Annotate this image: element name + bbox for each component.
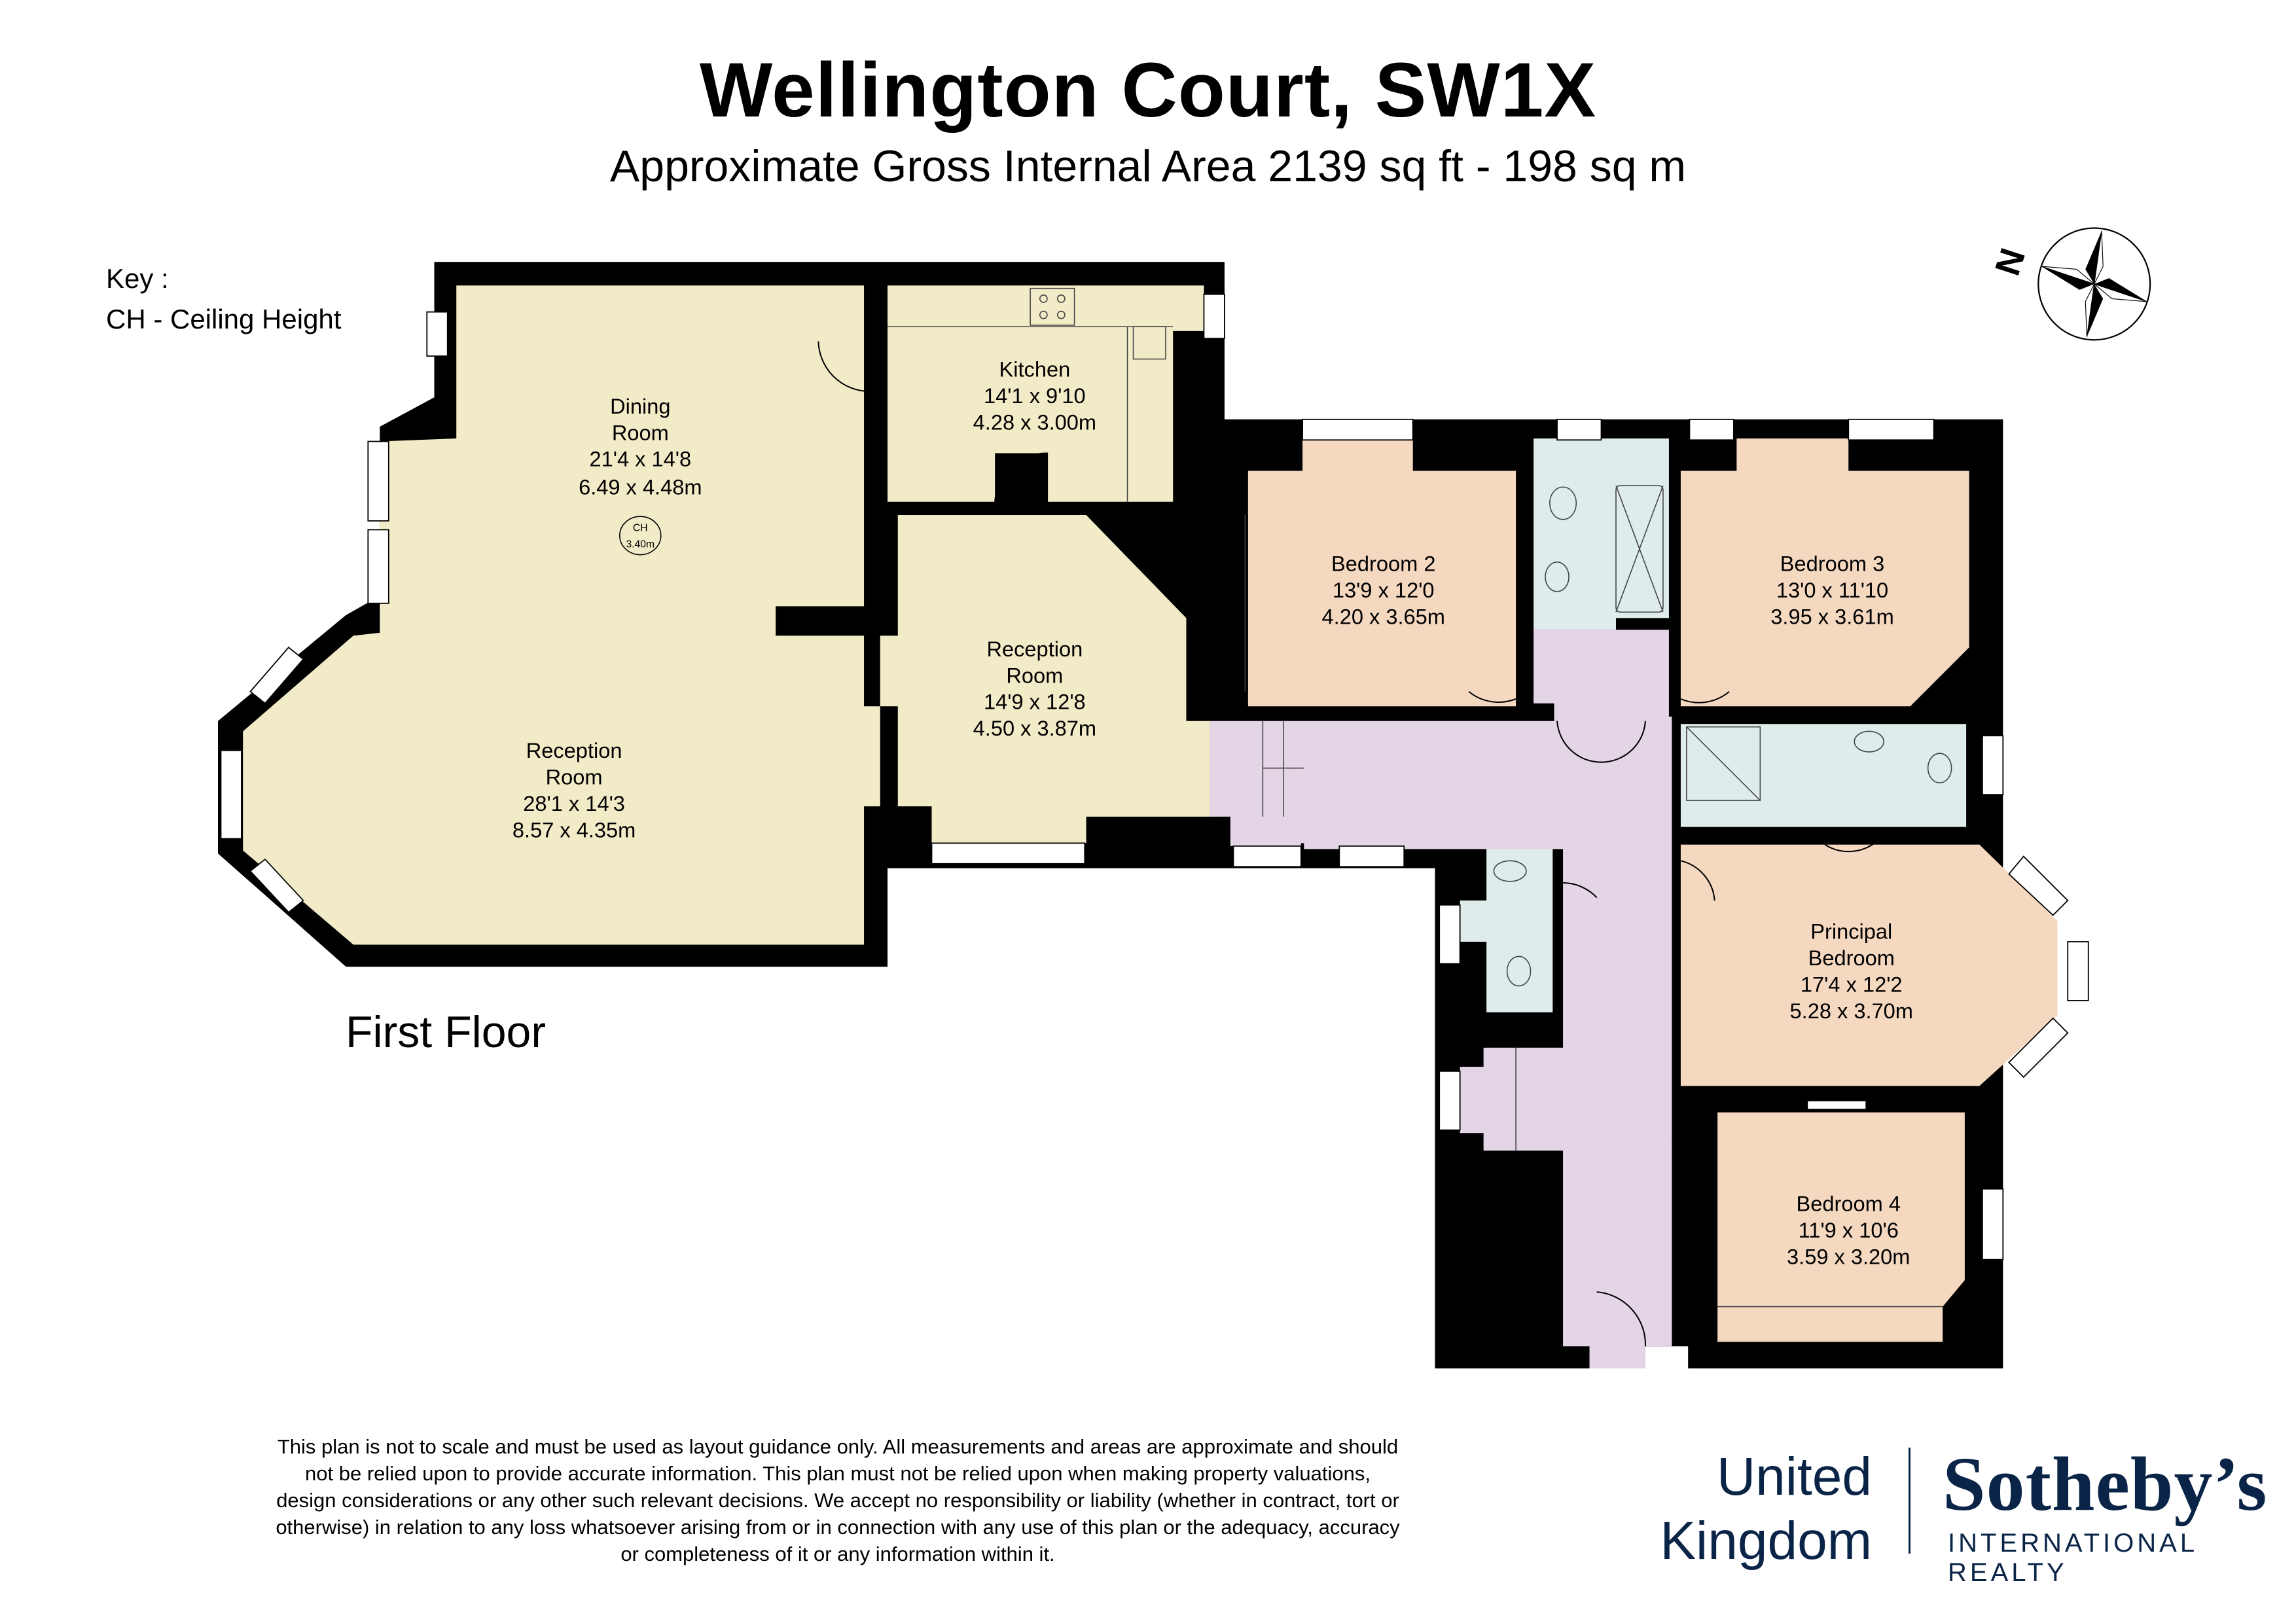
doors xyxy=(817,341,1877,1347)
principal-bedroom-fill xyxy=(1680,844,2058,1086)
svg-text:4.50 x 3.87m: 4.50 x 3.87m xyxy=(973,716,1096,740)
svg-text:Bedroom 3: Bedroom 3 xyxy=(1780,551,1884,575)
north-label: N xyxy=(1988,243,2033,280)
reception-middle-fill xyxy=(880,514,1210,844)
compass-rose-icon xyxy=(2037,227,2151,341)
logo-region-line: United xyxy=(1716,1447,1872,1507)
svg-text:8.57 x 4.35m: 8.57 x 4.35m xyxy=(512,817,636,842)
svg-text:5.28 x 3.70m: 5.28 x 3.70m xyxy=(1790,999,1913,1023)
key-legend: Key : CH - Ceiling Height xyxy=(106,259,341,340)
svg-text:Kitchen: Kitchen xyxy=(999,357,1071,382)
svg-text:Bedroom 4: Bedroom 4 xyxy=(1797,1191,1901,1215)
room-label-bedroom-3: Bedroom 3 13'0 x 11'10 3.95 x 3.61m xyxy=(1770,551,1893,628)
kitchen-fill xyxy=(888,285,1204,502)
agency-logo: United Kingdom Sotheby’s INTERNATIONAL R… xyxy=(1636,1433,2291,1587)
room-label-bedroom-4: Bedroom 4 11'9 x 10'6 3.59 x 3.20m xyxy=(1787,1191,1910,1268)
disclaimer: This plan is not to scale and must be us… xyxy=(216,1433,1460,1567)
ensuite-principal-fill xyxy=(1680,724,1967,827)
room-label-bedroom-2: Bedroom 2 13'9 x 12'0 4.20 x 3.65m xyxy=(1322,551,1445,628)
disclaimer-line: or completeness of it or any information… xyxy=(620,1543,1055,1565)
logo-region-line: Kingdom xyxy=(1660,1511,1872,1571)
ceiling-height-marker: CH 3.40m xyxy=(619,516,662,556)
svg-text:Room: Room xyxy=(546,764,603,789)
bedroom-3-fill xyxy=(1680,438,1969,707)
hob-icon xyxy=(1030,287,1075,326)
svg-text:3.40m: 3.40m xyxy=(626,539,655,550)
hallway-alcove-1 xyxy=(1230,816,1301,846)
svg-text:14'1 x 9'10: 14'1 x 9'10 xyxy=(984,383,1086,408)
disclaimer-line: This plan is not to scale and must be us… xyxy=(277,1435,1399,1458)
key-item-ceiling-height: CH - Ceiling Height xyxy=(106,304,342,334)
wc-fill xyxy=(1460,846,1553,1012)
ensuite-top-fill xyxy=(1534,438,1669,630)
logo-region: United Kingdom xyxy=(1660,1445,1872,1573)
fixtures xyxy=(888,287,1952,1308)
bedroom-4-fill xyxy=(1717,1112,1965,1342)
dining-reception-fill xyxy=(243,285,880,945)
svg-text:Bedroom: Bedroom xyxy=(1808,946,1895,970)
page-title: Wellington Court, SW1X xyxy=(699,47,1597,134)
logo-brand-sub: INTERNATIONAL REALTY xyxy=(1948,1529,2197,1587)
room-label-reception-large: Reception Room 28'1 x 14'3 8.57 x 4.35m xyxy=(512,738,636,842)
svg-text:14'9 x 12'8: 14'9 x 12'8 xyxy=(984,690,1086,714)
hallway-alcove-3 xyxy=(1460,1067,1487,1133)
svg-text:Bedroom 2: Bedroom 2 xyxy=(1331,551,1435,575)
svg-text:6.49 x 4.48m: 6.49 x 4.48m xyxy=(579,474,702,499)
logo-brand: Sotheby’s xyxy=(1943,1441,2268,1527)
svg-text:3.59 x 3.20m: 3.59 x 3.20m xyxy=(1787,1244,1910,1268)
room-label-principal-bedroom: Principal Bedroom 17'4 x 12'2 5.28 x 3.7… xyxy=(1790,919,1913,1022)
svg-text:4.28 x 3.00m: 4.28 x 3.00m xyxy=(973,410,1096,435)
svg-text:Reception: Reception xyxy=(986,637,1083,661)
room-label-reception-middle: Reception Room 14'9 x 12'8 4.50 x 3.87m xyxy=(973,637,1096,740)
logo-divider xyxy=(1909,1448,1910,1554)
key-heading: Key : xyxy=(106,263,169,294)
svg-text:4.20 x 3.65m: 4.20 x 3.65m xyxy=(1322,604,1445,628)
svg-text:Room: Room xyxy=(612,420,669,444)
svg-text:Dining: Dining xyxy=(610,394,670,418)
svg-text:CH: CH xyxy=(633,523,648,534)
svg-text:17'4 x 12'2: 17'4 x 12'2 xyxy=(1801,972,1903,996)
room-label-dining: Dining Room 21'4 x 14'8 6.49 x 4.48m xyxy=(579,394,702,499)
gross-area-subtitle: Approximate Gross Internal Area 2139 sq … xyxy=(609,141,1687,191)
svg-text:Room: Room xyxy=(1006,663,1063,687)
room-label-kitchen: Kitchen 14'1 x 9'10 4.28 x 3.00m xyxy=(973,357,1096,435)
floor-label: First Floor xyxy=(346,1007,546,1057)
svg-text:28'1 x 14'3: 28'1 x 14'3 xyxy=(523,791,625,815)
shower-icon xyxy=(1615,485,1664,613)
bedroom-2-fill xyxy=(1247,438,1516,707)
disclaimer-line: not be relied upon to provide accurate i… xyxy=(305,1462,1371,1485)
svg-text:13'0 x 11'10: 13'0 x 11'10 xyxy=(1776,578,1888,602)
windows xyxy=(220,293,2089,1260)
basin-icon xyxy=(1545,562,1570,592)
svg-text:13'9 x 12'0: 13'9 x 12'0 xyxy=(1333,578,1435,602)
svg-text:Reception: Reception xyxy=(526,738,622,762)
svg-text:Principal: Principal xyxy=(1810,919,1892,943)
svg-text:11'9 x 10'6: 11'9 x 10'6 xyxy=(1799,1218,1899,1242)
toilet-icon xyxy=(1549,486,1577,520)
disclaimer-line: design considerations or any other such … xyxy=(276,1489,1399,1512)
svg-text:21'4 x 14'8: 21'4 x 14'8 xyxy=(589,447,691,471)
disclaimer-line: otherwise) in relation to any loss whats… xyxy=(276,1516,1400,1539)
hallway-fill xyxy=(1210,630,1672,1369)
hallway-alcove-2 xyxy=(1339,816,1406,846)
svg-text:3.95 x 3.61m: 3.95 x 3.61m xyxy=(1770,604,1893,628)
